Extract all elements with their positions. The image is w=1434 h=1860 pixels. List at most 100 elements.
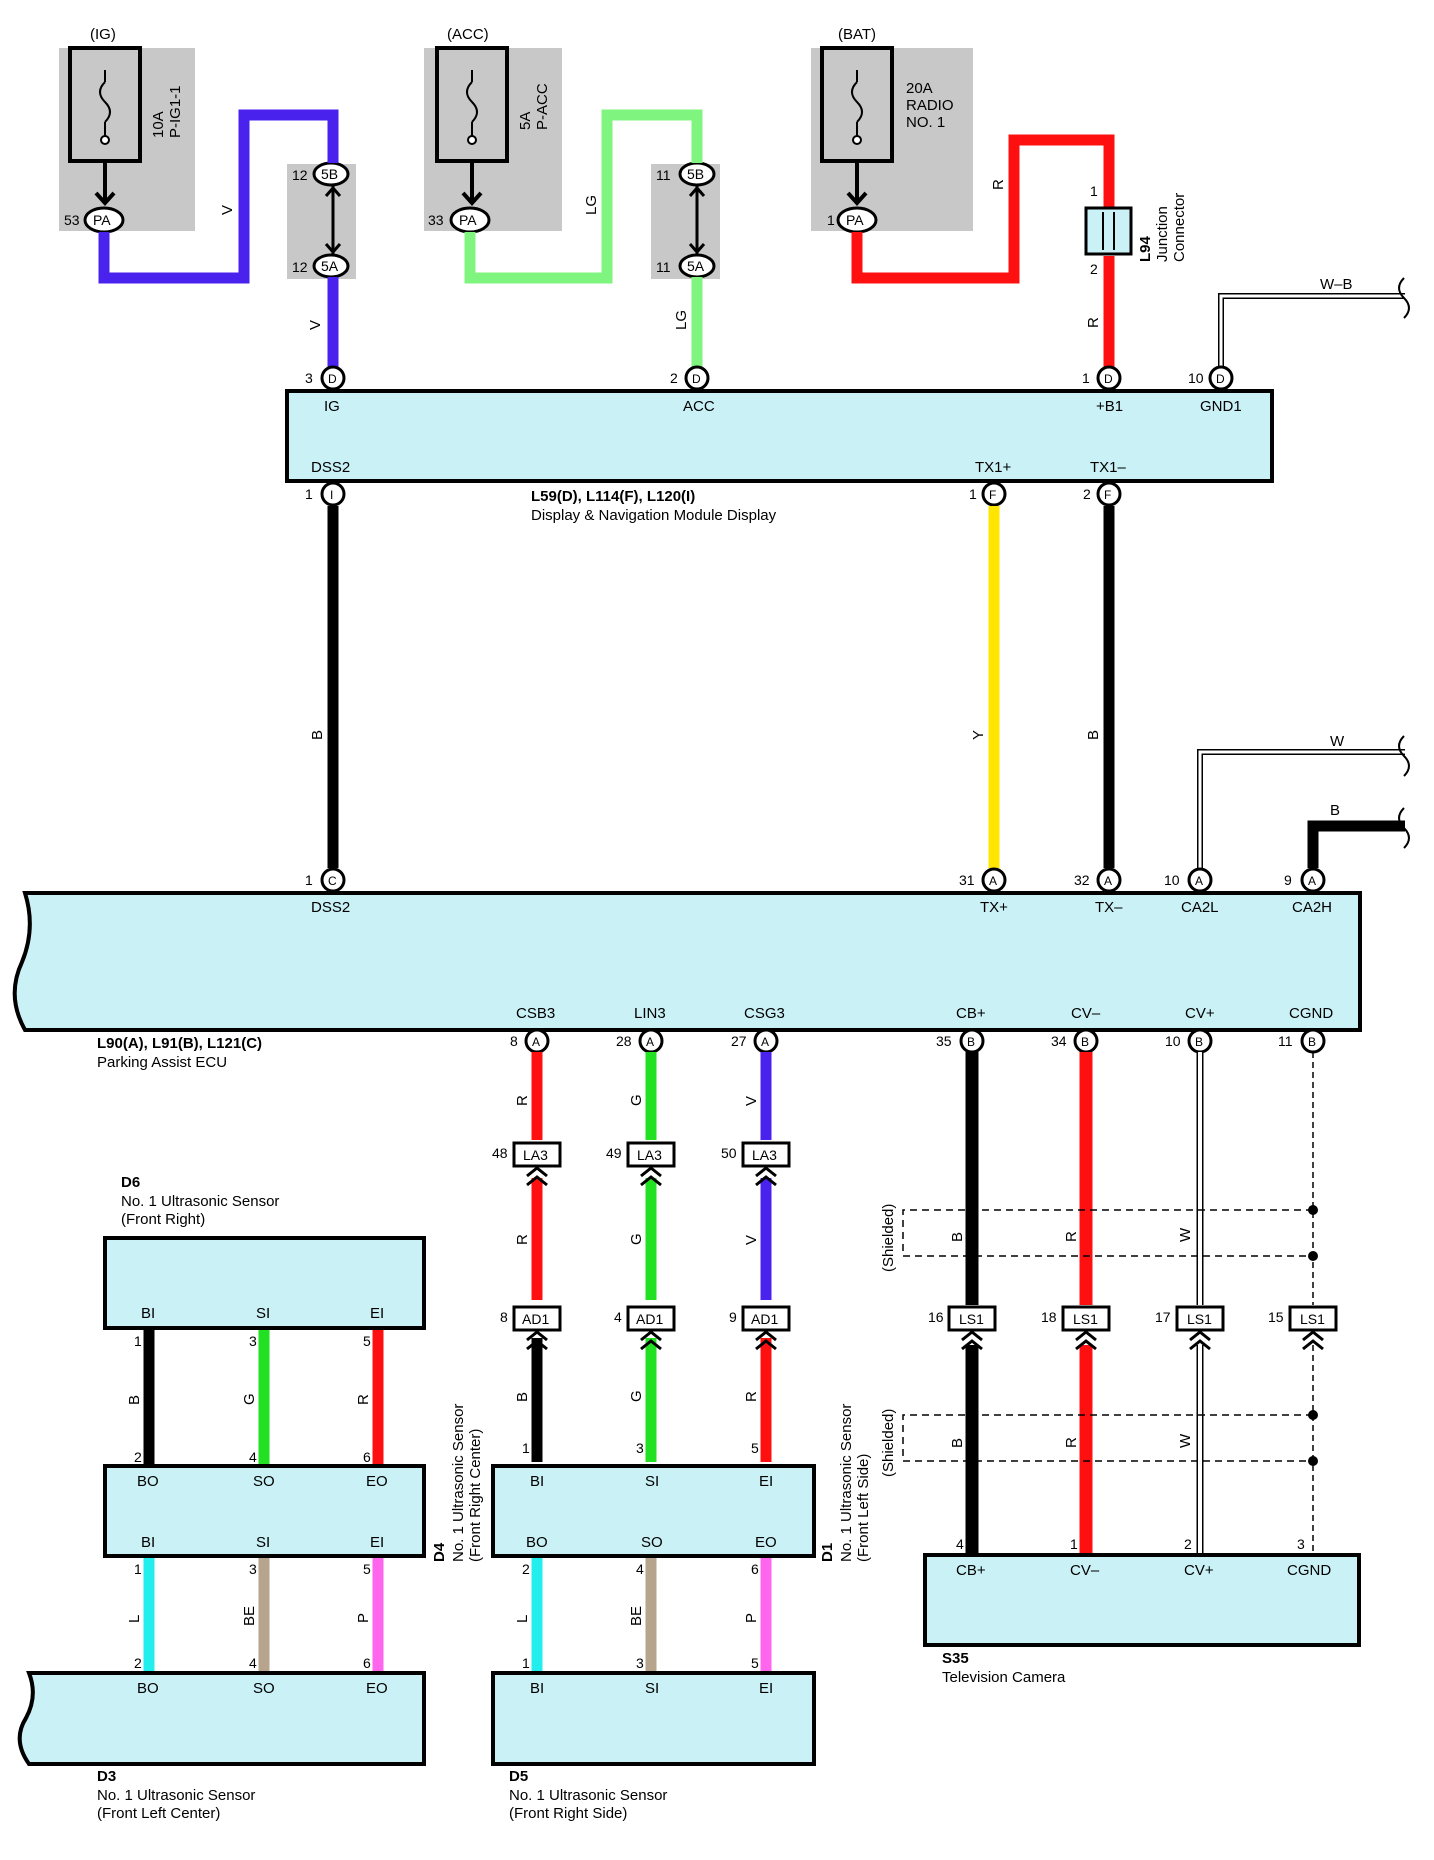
wire-wb-gnd1: W–B [1218,276,1410,376]
fuse-bat-conn: PA [846,212,864,228]
svg-text:V: V [743,1235,760,1245]
wire-w-ca2l: W [1197,733,1410,868]
svg-text:A: A [532,1035,540,1049]
ecu-bottom-pins: CSB3 8 A LIN3 28 A CSG3 27 A CB+ 35 B CV… [510,1005,1333,1054]
svg-text:L94: L94 [1137,235,1154,262]
ecu-code: L90(A), L91(B), L121(C) [97,1035,262,1052]
svg-text:1: 1 [305,872,313,888]
svg-text:EI: EI [759,1473,773,1490]
svg-text:1: 1 [1090,183,1098,199]
svg-text:6: 6 [751,1561,759,1577]
svg-text:BE: BE [628,1606,645,1626]
svg-text:B: B [949,1232,966,1242]
wire-v-ig [98,109,339,284]
svg-text:(Shielded): (Shielded) [880,1409,897,1477]
svg-text:EI: EI [370,1305,384,1322]
svg-text:F: F [1104,488,1111,502]
junction-arrows-ig [324,185,342,255]
pins-ad1-d1: 1 3 5 [522,1440,759,1456]
svg-text:AD1: AD1 [751,1311,778,1327]
svg-text:SI: SI [256,1305,270,1322]
wires-d6-d4: B G R 1 3 5 2 4 6 [126,1330,384,1465]
svg-text:11: 11 [656,167,671,183]
svg-text:B: B [967,1035,975,1049]
fuse-acc-rating: 5A [517,112,534,130]
svg-text:10: 10 [1188,370,1204,386]
svg-text:CSG3: CSG3 [744,1005,785,1022]
svg-text:2: 2 [1083,486,1091,502]
svg-text:CGND: CGND [1289,1005,1333,1022]
svg-text:LG: LG [583,195,600,215]
fuse-ig-name: P-IG1-1 [167,85,184,138]
fuse-bat-name2: NO. 1 [906,114,945,131]
svg-text:C: C [328,874,337,888]
svg-text:V: V [307,320,324,330]
svg-text:CA2L: CA2L [1181,899,1219,916]
svg-text:EO: EO [366,1473,388,1490]
svg-text:A: A [1195,874,1203,888]
svg-text:1: 1 [522,1655,530,1671]
fuse-bat-rating: 20A [906,80,933,97]
d4-id: D4 [431,1542,448,1562]
svg-text:R: R [1063,1437,1080,1448]
svg-text:4: 4 [636,1561,644,1577]
svg-text:BI: BI [141,1534,155,1551]
ecu-top-pins: 1 C DSS2 31 A TX+ 32 A TX– 10 A CA2L 9 A… [305,867,1332,916]
shield-lower: (Shielded) [880,1409,1318,1477]
svg-text:5B: 5B [687,166,704,182]
wire-b-ca2h: B [1307,802,1410,868]
svg-text:4: 4 [956,1536,964,1552]
svg-text:LA3: LA3 [752,1147,777,1163]
junction-5b-5a-ig: 12 5B 12 5A [287,161,356,279]
sensor-d1 [491,1464,816,1558]
svg-text:Connector: Connector [1171,193,1188,262]
d3-id: D3 [97,1768,116,1785]
svg-text:B: B [949,1438,966,1448]
svg-text:SI: SI [645,1473,659,1490]
svg-text:BI: BI [530,1473,544,1490]
d4-location: (Front Right Center) [467,1429,484,1562]
svg-text:I: I [330,488,333,502]
sensor-d5 [491,1671,816,1766]
svg-text:9: 9 [729,1309,737,1325]
svg-text:B: B [1330,802,1340,819]
svg-text:B: B [1081,1035,1089,1049]
svg-text:2: 2 [1090,261,1098,277]
svg-text:5: 5 [751,1440,759,1456]
svg-text:AD1: AD1 [522,1311,549,1327]
d6-name: No. 1 Ultrasonic Sensor [121,1193,279,1210]
svg-text:1: 1 [522,1440,530,1456]
wires-d1-d5: L BE P 2 4 6 1 3 5 [514,1558,772,1672]
svg-text:1: 1 [134,1561,142,1577]
svg-text:AD1: AD1 [636,1311,663,1327]
svg-text:G: G [241,1393,258,1405]
fuse-acc-conn: PA [459,212,477,228]
svg-text:3: 3 [1297,1536,1305,1552]
fuse-ig: (IG) 10A P-IG1-1 53 PA [59,26,195,234]
svg-text:12: 12 [292,259,308,275]
fuse-ig-rating: 10A [150,111,167,138]
svg-text:BO: BO [526,1534,548,1551]
ad1-connectors: 8 AD1 4 AD1 9 AD1 [500,1305,791,1351]
junction-arrows-acc [688,185,706,255]
svg-text:28: 28 [616,1033,632,1049]
svg-text:W: W [1330,733,1345,750]
sensor-d4 [103,1464,426,1558]
wire-r-bat [851,134,1115,284]
svg-text:48: 48 [492,1145,508,1161]
svg-text:5A: 5A [321,258,339,274]
svg-text:Junction: Junction [1154,206,1171,262]
fuse-bat-pin: 1 [827,212,835,228]
d3-location: (Front Left Center) [97,1805,220,1822]
svg-text:3: 3 [305,370,313,386]
svg-text:R: R [355,1394,372,1405]
svg-text:3: 3 [249,1561,257,1577]
svg-text:W–B: W–B [1320,276,1353,293]
svg-text:BE: BE [241,1606,258,1626]
svg-text:10: 10 [1165,1033,1181,1049]
svg-text:DSS2: DSS2 [311,459,350,476]
svg-text:B: B [1308,1035,1316,1049]
svg-text:3: 3 [249,1333,257,1349]
television-camera [923,1553,1361,1647]
svg-text:5A: 5A [687,258,705,274]
